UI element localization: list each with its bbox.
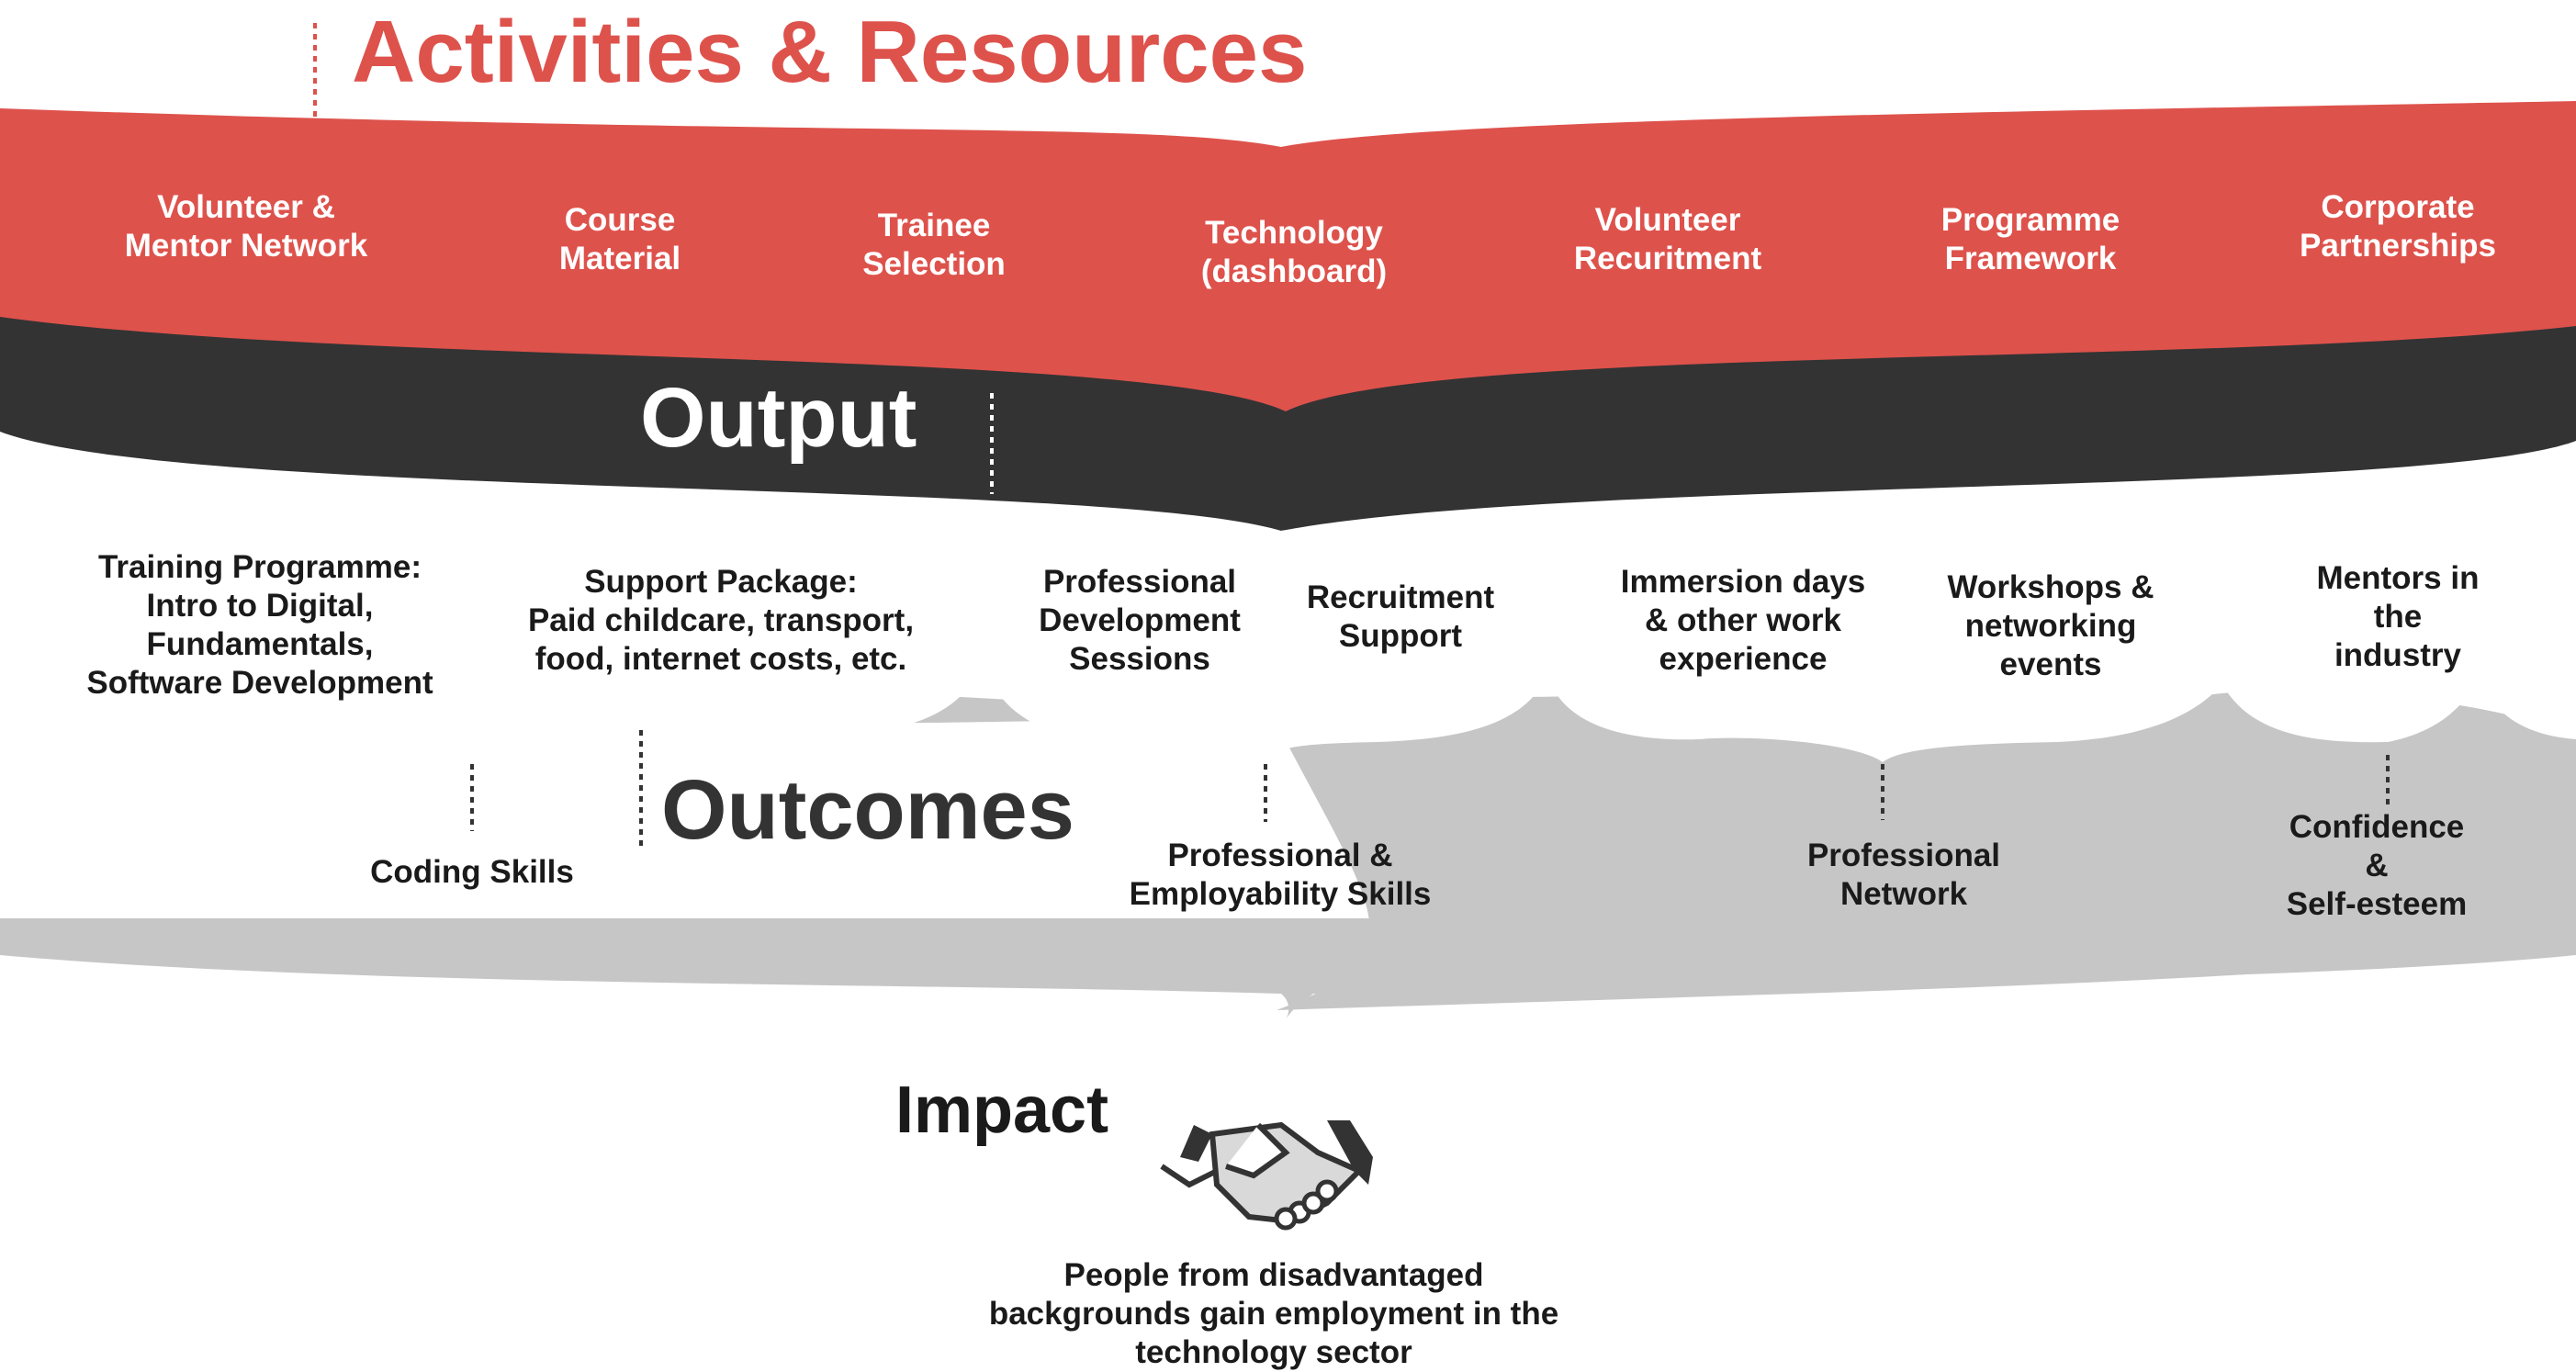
impact-heading: Impact <box>895 1074 1109 1147</box>
outcomes-tail <box>0 918 2576 1019</box>
outcome-confidence: Confidence & Self-esteem <box>2286 809 2468 922</box>
impact-statement: People from disadvantaged backgrounds ga… <box>988 1257 1559 1370</box>
output-professional-development: Professional Development Sessions <box>1039 564 1241 677</box>
output-band <box>0 312 2576 531</box>
outcomes-heading: Outcomes <box>661 763 1074 857</box>
output-training-programme: Training Programme: Intro to Digital, Fu… <box>86 549 433 701</box>
output-area <box>0 464 2576 762</box>
output-immersion-days: Immersion days & other work experience <box>1620 564 1866 677</box>
activity-technology-dashboard: Technology (dashboard) <box>1200 215 1388 289</box>
handshake-icon <box>1160 1120 1373 1231</box>
activity-volunteer-recruitment: Volunteer Recuritment <box>1573 202 1762 276</box>
activities-heading: Activities & Resources <box>352 3 1308 101</box>
output-workshops: Workshops & networking events <box>1947 569 2154 682</box>
outcome-professional-network: Professional Network <box>1806 838 2001 912</box>
activity-volunteer-mentor-network: Volunteer & Mentor Network <box>124 189 368 264</box>
output-heading: Output <box>640 371 917 465</box>
output-support-package: Support Package: Paid childcare, transpo… <box>527 564 915 677</box>
activities-band <box>0 101 2576 411</box>
outcome-employability-skills: Professional & Employability Skills <box>1129 838 1432 912</box>
activity-corporate-partnerships: Corporate Partnerships <box>2300 189 2496 264</box>
activity-trainee-selection: Trainee Selection <box>862 208 1006 282</box>
connectors <box>313 23 2390 847</box>
output-mentors: Mentors in the industry <box>2316 560 2480 673</box>
outcome-coding-skills: Coding Skills <box>370 854 574 890</box>
activity-course-material: Course Material <box>558 202 681 276</box>
activity-programme-framework: Programme Framework <box>1940 202 2120 276</box>
output-recruitment-support: Recruitment Support <box>1306 579 1495 654</box>
